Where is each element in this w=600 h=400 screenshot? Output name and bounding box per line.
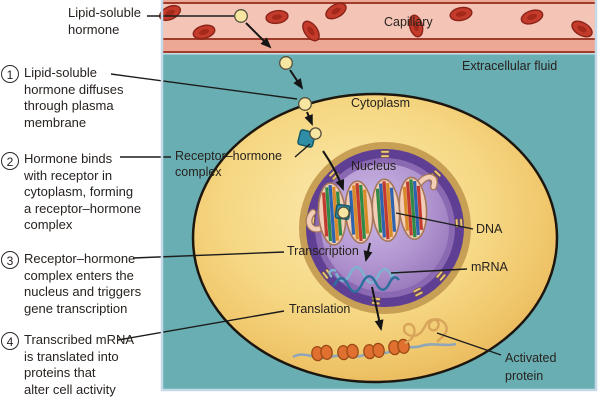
- step-2-badge: 2: [1, 152, 19, 170]
- step-4-badge: 4: [1, 332, 19, 350]
- dna-label: DNA: [476, 222, 503, 236]
- dna-base-pairs: [321, 179, 424, 244]
- transcription-label: Transcription: [287, 244, 359, 258]
- process-arrows: [245, 22, 384, 331]
- activated-protein-label: Activated protein: [505, 351, 557, 383]
- hormone-in-capillary: [234, 9, 248, 23]
- dna-helix: [305, 173, 438, 246]
- mrna-label: mRNA: [471, 260, 508, 274]
- red-blood-cells: [158, 2, 593, 42]
- extracellular-fluid-label: Extracellular fluid: [462, 59, 558, 73]
- hormone-at-membrane: [298, 97, 312, 111]
- step-2-text: Hormone binds with receptor in cytoplasm…: [24, 151, 142, 232]
- hormone-on-dna: [337, 206, 350, 219]
- ribosomes: [311, 338, 410, 362]
- step-3-badge: 3: [1, 251, 19, 269]
- step-1-text: Lipid-soluble hormone diffuses through p…: [24, 65, 124, 130]
- capillary-vessel: [158, 0, 597, 55]
- step-3-text: Receptor–hormone complex enters the nucl…: [24, 251, 142, 316]
- hormone-in-extracellular-fluid: [279, 56, 293, 70]
- diagram-frame: [160, 0, 598, 392]
- translation-label: Translation: [289, 302, 351, 316]
- capillary-label: Capillary: [384, 15, 433, 29]
- step-1-badge: 1: [1, 65, 19, 83]
- nucleus-label: Nucleus: [351, 159, 397, 173]
- receptor-hormone-complex: [297, 127, 322, 148]
- receptor-hormone-complex-label: Receptor–hormone complex: [175, 149, 283, 179]
- mrna-strand: [328, 266, 401, 293]
- lipid-soluble-hormone-label: Lipid-soluble hormone: [68, 5, 141, 37]
- cytoplasm-label: Cytoplasm: [351, 96, 411, 110]
- activated-protein-chain: [402, 318, 448, 345]
- step-4-text: Transcribed mRNA is translated into prot…: [24, 332, 135, 397]
